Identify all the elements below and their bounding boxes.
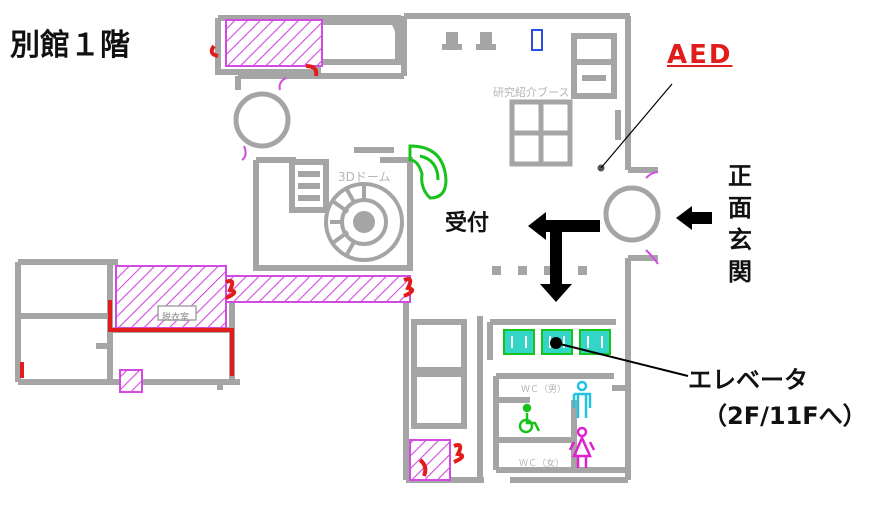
reception-label: 受付 <box>445 211 490 236</box>
sculpture-outline <box>408 144 448 200</box>
wc-women-label: ＷＣ（女） <box>519 459 565 469</box>
dome-label: 3Dドーム <box>338 170 391 184</box>
men-icon <box>572 380 592 418</box>
coat-room-label: 脱衣室 <box>162 313 190 323</box>
main-entrance-label: 正面玄関 <box>728 162 752 286</box>
revolving-doors <box>233 91 661 243</box>
booth-tables <box>509 99 573 167</box>
elevator-floors-label: （2F/11Fへ） <box>703 402 867 430</box>
aed-label: AED <box>667 40 733 70</box>
elevator-leader <box>555 342 689 377</box>
restricted-areas <box>115 19 451 481</box>
walls <box>15 13 658 483</box>
booth-furniture <box>442 32 587 275</box>
red-markers <box>20 44 465 477</box>
door-swings <box>241 77 659 265</box>
dome-theater <box>324 182 404 262</box>
coat-room-box <box>157 305 197 321</box>
info-panel-icon <box>531 29 543 51</box>
direction-arrows <box>528 206 712 302</box>
elevator-label: エレベータ <box>688 366 808 394</box>
wheelchair-icon <box>518 403 541 434</box>
elevator-icons <box>503 329 611 355</box>
wc-men-label: ＷＣ（男） <box>521 385 567 395</box>
map-title: 別館１階 <box>10 28 130 63</box>
aed-marker-icon <box>597 83 673 172</box>
research-booth-label: 研究紹介ブース <box>493 86 570 99</box>
women-icon <box>568 426 596 468</box>
